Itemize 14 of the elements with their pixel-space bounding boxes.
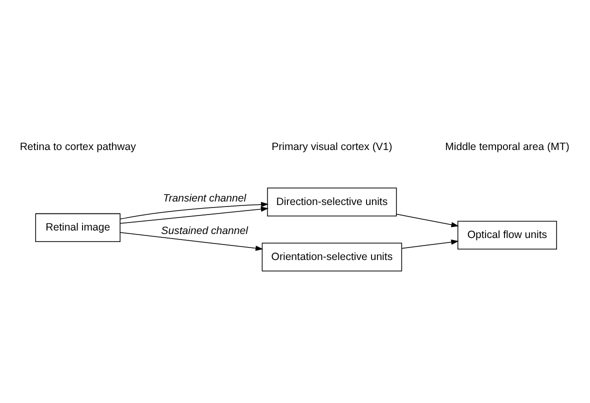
node-box: Direction-selective units: [267, 187, 397, 216]
arrow: [120, 201, 269, 219]
edge-label: Transient channel: [163, 192, 246, 204]
edge-label: Sustained channel: [161, 224, 248, 236]
arrow: [402, 239, 459, 248]
label: Retina to cortex pathway: [20, 140, 136, 152]
node-box: Retinal image: [35, 212, 120, 242]
label: Middle temporal area (MT): [445, 140, 570, 152]
node-box: Orientation-selective units: [262, 242, 402, 271]
arrow: [120, 206, 269, 224]
label: Primary visual cortex (V1): [272, 140, 392, 152]
arrow: [120, 232, 264, 250]
node-box: Optical flow units: [457, 220, 557, 249]
arrow: [396, 213, 459, 227]
